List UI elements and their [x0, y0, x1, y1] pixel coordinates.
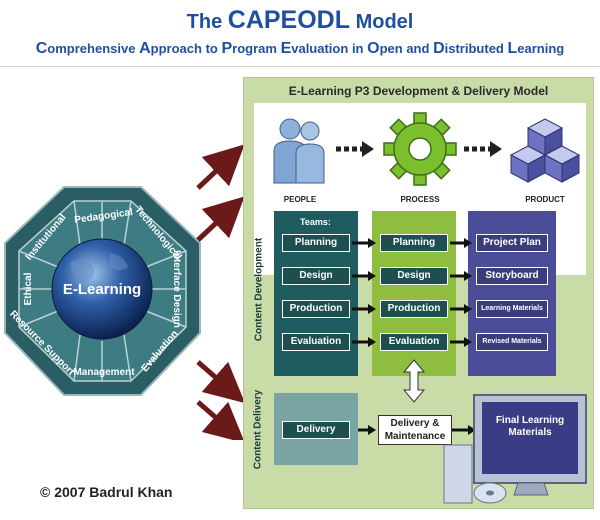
arrow-down-1 [196, 360, 246, 404]
process-box-evaluation: Evaluation [380, 333, 448, 351]
panel-title: E-Learning P3 Development & Delivery Mod… [288, 84, 549, 98]
dashed-arrow-icon [464, 141, 502, 157]
octagon-dividers [18, 200, 187, 382]
process-label: PROCESS [400, 195, 440, 204]
team-box-design: Design [282, 267, 350, 285]
subtitle-word: Comprehensive [35, 40, 136, 57]
arrow-up-2 [196, 196, 245, 242]
process-box-production: Production [380, 300, 448, 318]
people-icon [273, 118, 325, 184]
octagon-center-label: E-Learning [63, 281, 141, 298]
up-down-arrow-icon [402, 359, 426, 403]
segment-label-interface-design: Interface Design [171, 250, 182, 328]
copyright-text: © 2007 Badrul Khan [40, 484, 173, 500]
subtitle-word: Program [221, 40, 277, 57]
subtitle-word: Learning [507, 40, 565, 57]
team-box-planning: Planning [282, 234, 350, 252]
teams-label: Teams: [300, 217, 331, 227]
subtitle-word: to [205, 41, 218, 56]
page-subtitle: Comprehensive Approach to Program Evalua… [0, 40, 600, 58]
subtitle-word: Open [367, 40, 403, 57]
title-main: CAPEODL [227, 6, 350, 34]
process-box-design: Design [380, 267, 448, 285]
subtitle-word: in [351, 41, 364, 56]
people-label: PEOPLE [283, 195, 317, 204]
arrow-up-1 [196, 144, 245, 190]
delivery-team-box: Delivery [282, 421, 350, 439]
subtitle-word: Approach [139, 40, 202, 57]
cubes-icon [510, 118, 580, 183]
subtitle-word: Evaluation [280, 40, 349, 57]
final-learning-materials-label: Final Learning Materials [495, 415, 565, 438]
team-box-evaluation: Evaluation [282, 333, 350, 351]
page-title: The CAPEODL Model [0, 6, 600, 35]
product-box-project-plan: Project Plan [476, 234, 548, 252]
row-arrows [352, 238, 476, 435]
delivery-maintenance-box: Delivery & Maintenance [378, 415, 452, 445]
product-box-storyboard: Storyboard [476, 267, 548, 285]
dashed-arrow-icon [336, 141, 374, 157]
subtitle-word: Distributed [433, 40, 504, 57]
product-box-revised-materials: Revised Materials [476, 333, 548, 351]
arrow-down-2 [196, 400, 246, 440]
header-divider [0, 66, 600, 67]
segment-label-ethical: Ethical [23, 272, 34, 305]
team-box-production: Production [282, 300, 350, 318]
segment-label-management: Management [73, 367, 135, 378]
title-suffix: Model [355, 11, 414, 33]
product-label: PRODUCT [525, 195, 565, 204]
elearning-octagon-diagram: E-Learning Pedagogical Technological Int… [4, 186, 201, 396]
connector-arrows [196, 144, 246, 440]
gear-icon [383, 112, 457, 186]
product-box-learning-materials: Learning Materials [476, 300, 548, 318]
process-box-planning: Planning [380, 234, 448, 252]
monitor-icon [443, 394, 587, 504]
subtitle-word: and [406, 41, 430, 56]
title-prefix: The [186, 11, 223, 33]
p3-model-panel: E-Learning P3 Development & Delivery Mod… [243, 77, 594, 509]
content-delivery-label: Content Delivery [252, 389, 264, 470]
